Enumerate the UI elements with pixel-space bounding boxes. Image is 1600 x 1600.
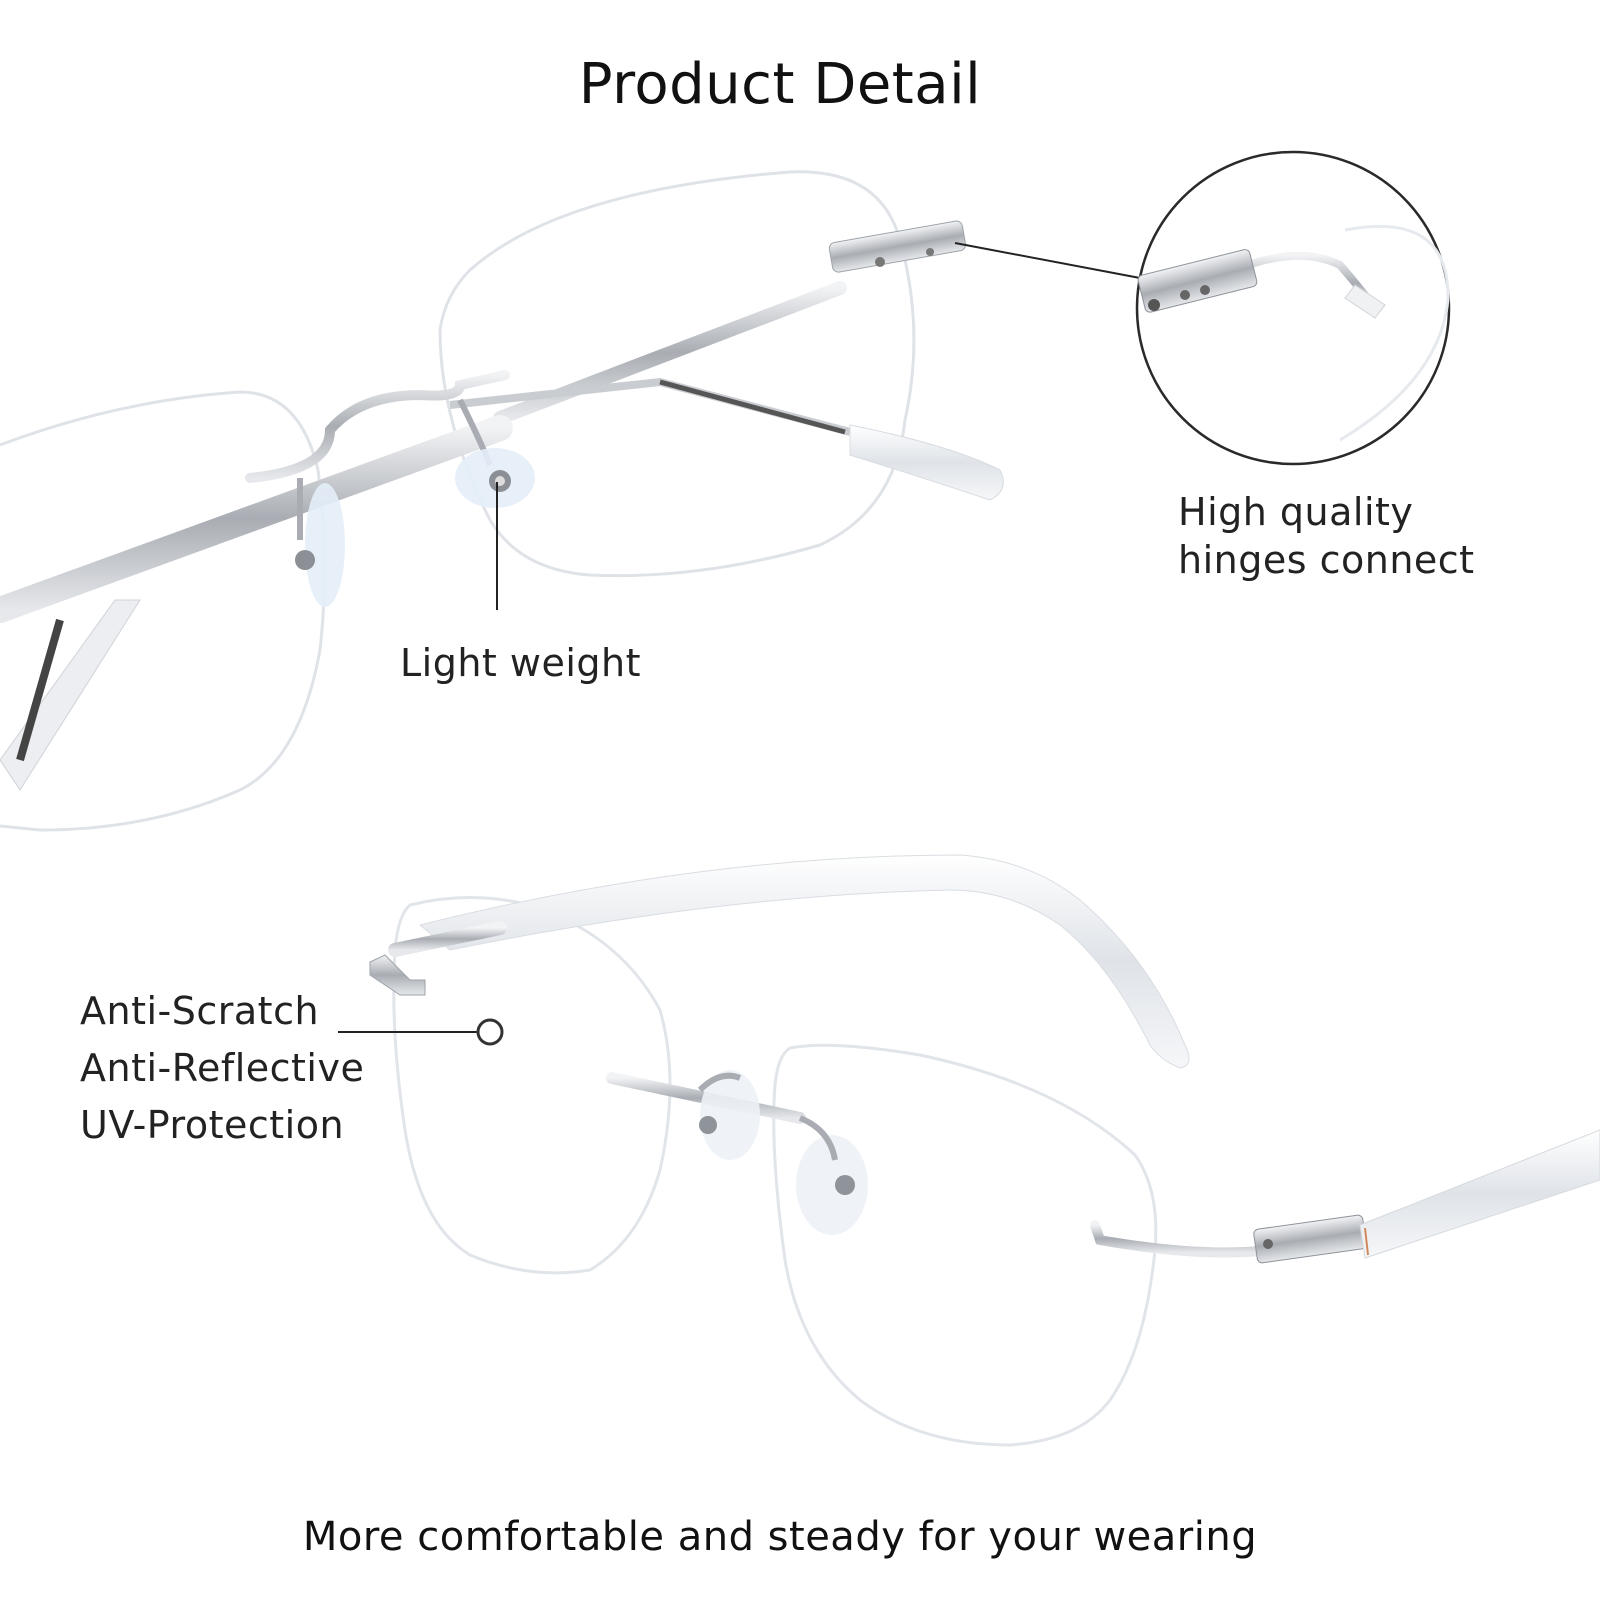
feature-lens-label: Anti-Scratch Anti-Reflective UV-Protecti… [80,983,364,1154]
glasses-bottom [369,854,1600,1447]
page-title: Product Detail [578,52,982,117]
feature-hinge-line2: hinges connect [1178,538,1475,582]
glasses-top [0,170,1004,832]
lens-bottom-right [772,1043,1158,1447]
lens-top-right [438,170,916,578]
feature-lens-line2: Anti-Reflective [80,1046,365,1090]
tagline: More comfortable and steady for your wea… [302,1514,1258,1560]
nose-pad-bottom-right [796,1135,868,1235]
nose-pad-bottom-left [700,1070,760,1160]
feature-weight-label: Light weight [400,641,642,685]
lens-top-left [0,390,327,832]
feature-lens-line1: Anti-Scratch [80,989,320,1033]
hinge-zoom-circle [1135,150,1451,466]
callout-line-hinge [954,242,1141,279]
feature-hinge-line1: High quality [1178,490,1414,534]
callout-dot-lens [476,1018,504,1046]
nose-pad-left [305,483,345,607]
feature-hinge-label: High quality hinges connect [1178,488,1475,584]
feature-lens-line3: UV-Protection [80,1103,345,1147]
